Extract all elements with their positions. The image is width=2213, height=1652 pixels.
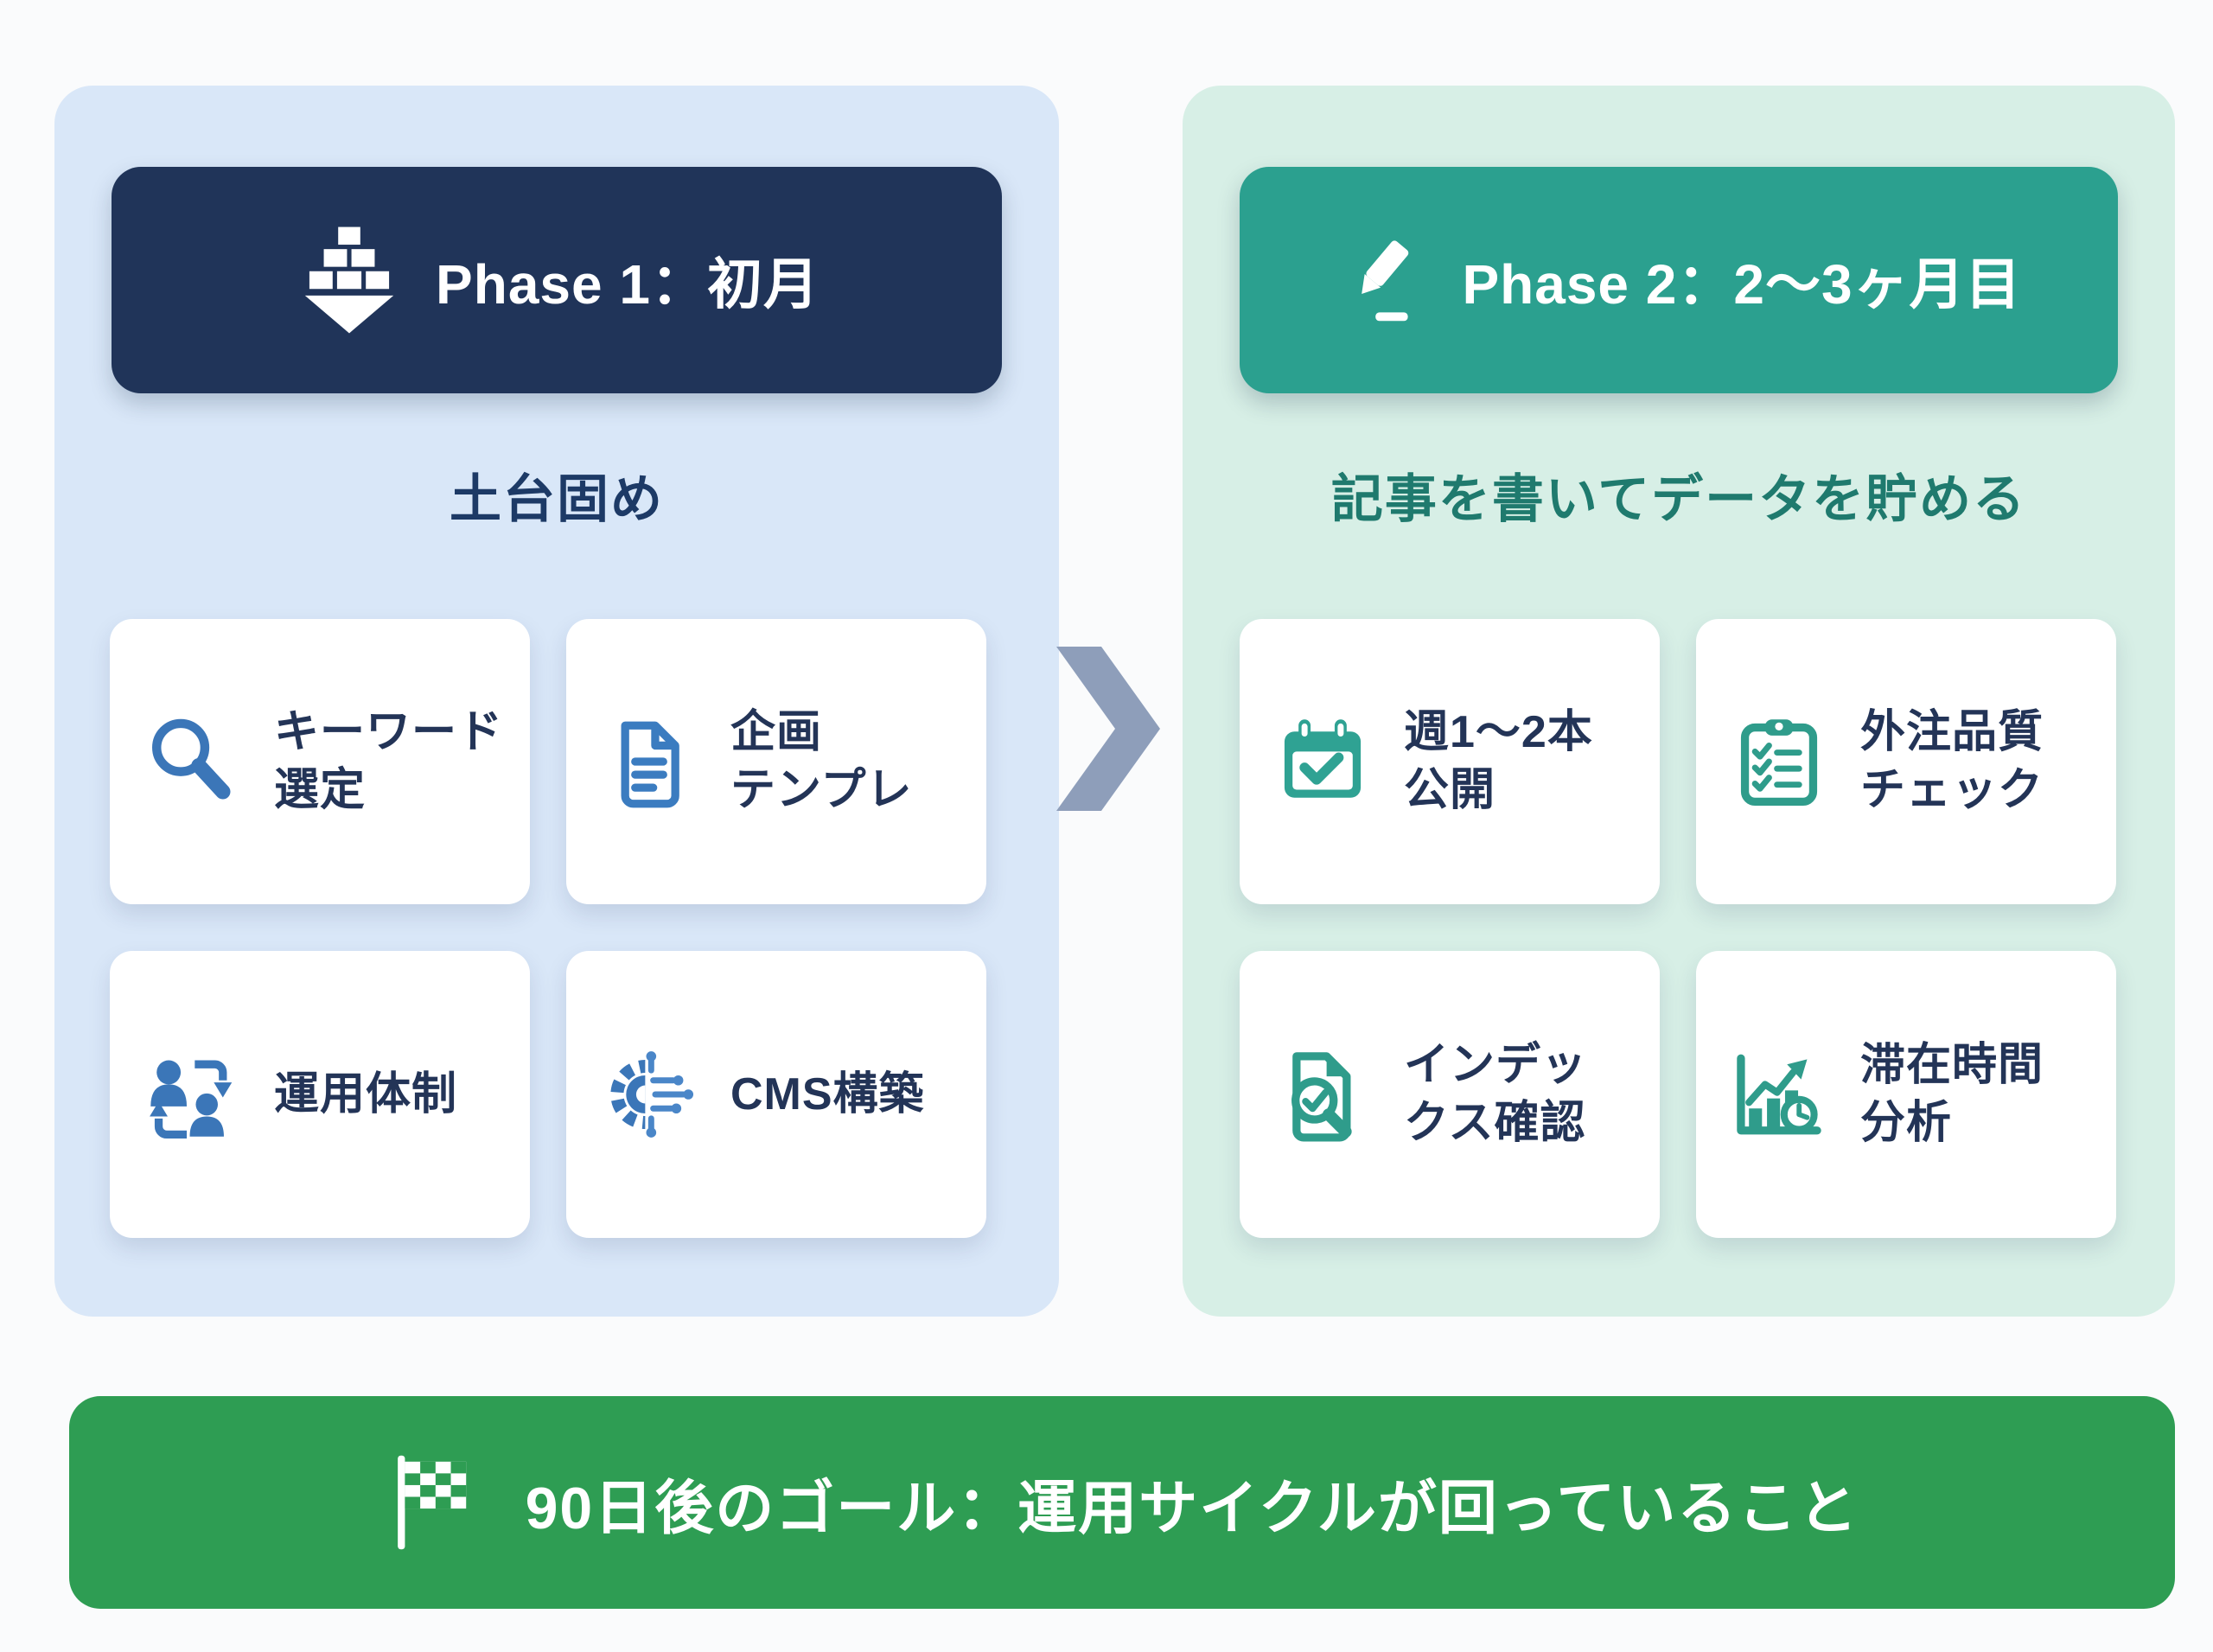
phase2-panel: Phase 2：2〜3ヶ月目 記事を書いてデータを貯める 週1〜2本 公開 <box>1183 86 2175 1317</box>
card-label: キーワード 選定 <box>274 707 504 815</box>
card-label: 企画 テンプレ <box>730 707 913 815</box>
document-template-icon <box>599 711 699 812</box>
clipboard-checklist-icon <box>1729 711 1829 812</box>
card-plan-template: 企画 テンプレ <box>566 619 986 904</box>
chevron-right-icon <box>1056 647 1160 811</box>
card-keyword-selection: キーワード 選定 <box>110 619 530 904</box>
card-label: CMS構築 <box>730 1068 925 1119</box>
card-cms-build: CMS構築 <box>566 951 986 1238</box>
card-label: 滞在時間 分析 <box>1860 1040 2044 1148</box>
card-label: 運用体制 <box>274 1068 458 1119</box>
document-search-icon <box>1272 1044 1373 1145</box>
card-operation-structure: 運用体制 <box>110 951 530 1238</box>
phase2-header: Phase 2：2〜3ヶ月目 <box>1240 167 2118 393</box>
phase1-panel: Phase 1：初月 土台固め キーワード 選定 <box>54 86 1059 1317</box>
checkered-flag-icon <box>386 1451 488 1553</box>
phase1-header: Phase 1：初月 <box>112 167 1002 393</box>
card-dwell-time-analysis: 滞在時間 分析 <box>1696 951 2116 1238</box>
goal-label: 90日後のゴール：運用サイクルが回っていること <box>525 1475 1859 1541</box>
pencil-icon <box>1336 233 1431 328</box>
calendar-check-icon <box>1272 711 1373 812</box>
gear-circuit-icon <box>599 1044 699 1145</box>
card-quality-check: 外注品質 チェック <box>1696 619 2116 904</box>
people-exchange-icon <box>143 1044 243 1145</box>
foundation-blocks-icon <box>294 225 405 335</box>
card-label: 外注品質 チェック <box>1860 707 2044 815</box>
card-weekly-publish: 週1〜2本 公開 <box>1240 619 1660 904</box>
phase1-title: Phase 1：初月 <box>436 253 820 316</box>
card-label: 週1〜2本 公開 <box>1404 707 1593 815</box>
goal-banner: 90日後のゴール：運用サイクルが回っていること <box>69 1396 2175 1609</box>
phase2-title: Phase 2：2〜3ヶ月目 <box>1462 253 2022 316</box>
phase2-subtitle: 記事を書いてデータを貯める <box>1330 470 2027 528</box>
chart-time-icon <box>1729 1044 1829 1145</box>
card-label: インデッ クス確認 <box>1404 1040 1588 1148</box>
phase1-subtitle: 土台固め <box>450 470 664 528</box>
card-index-check: インデッ クス確認 <box>1240 951 1660 1238</box>
search-icon <box>143 711 243 812</box>
